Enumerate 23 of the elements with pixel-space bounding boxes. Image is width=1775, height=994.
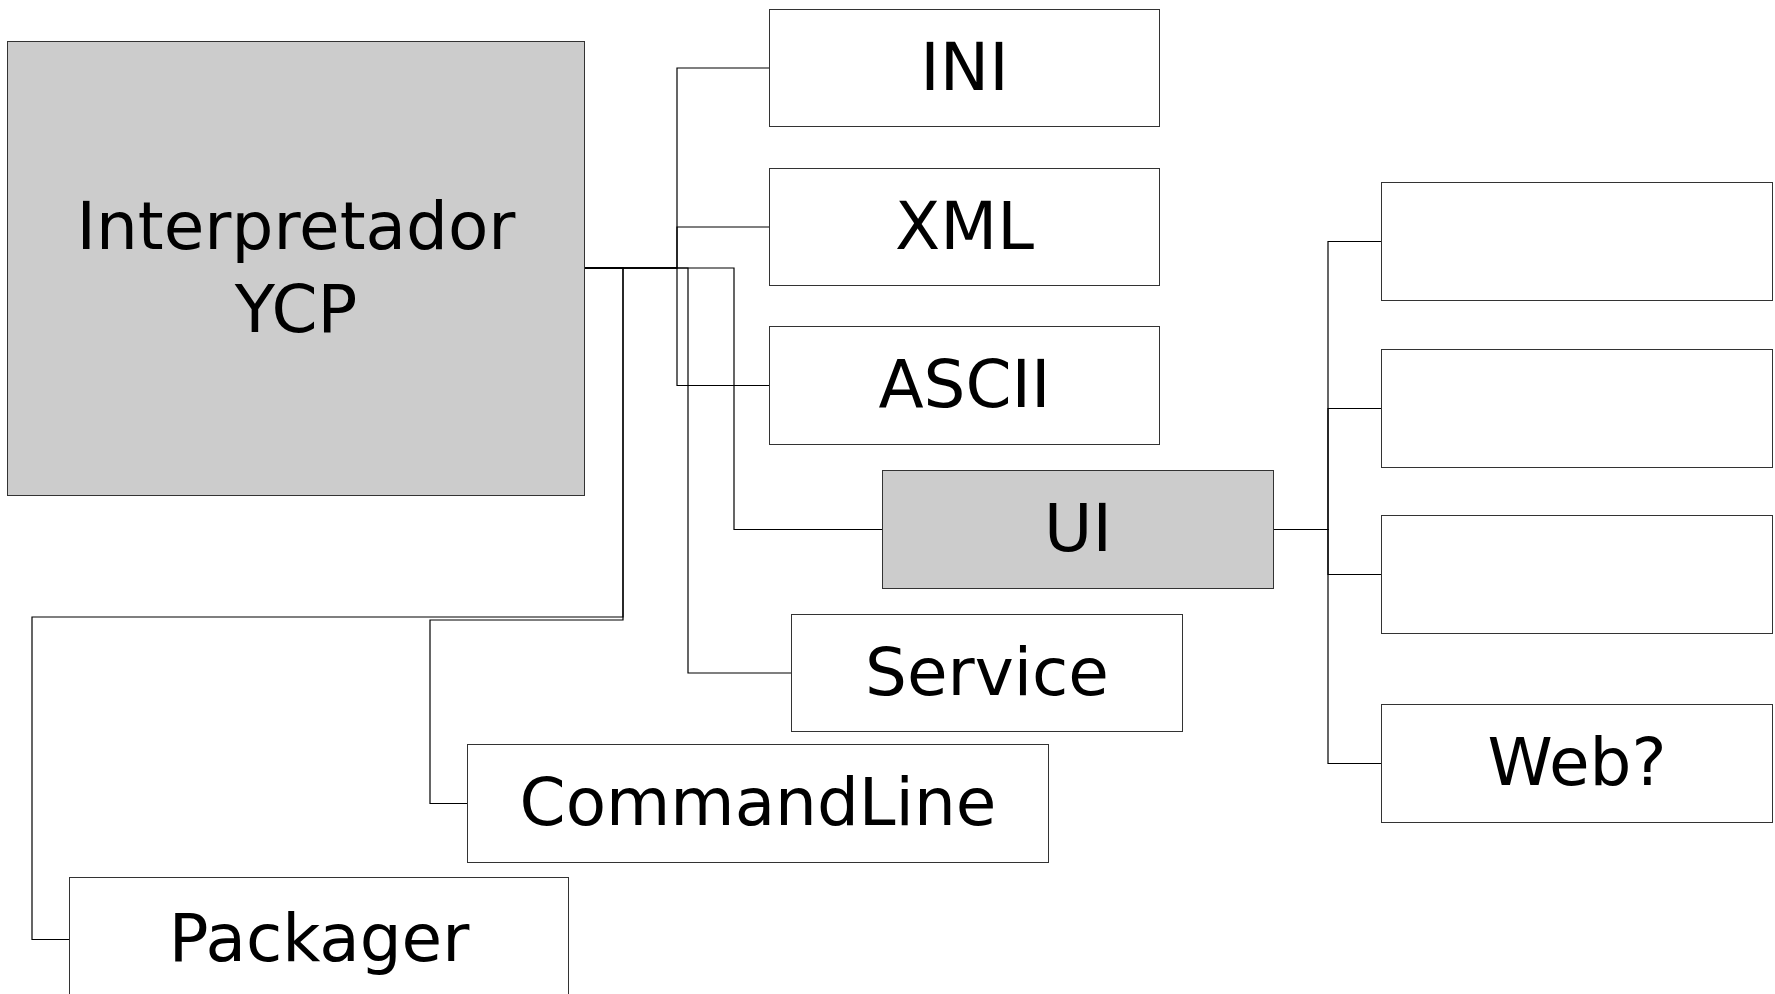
component-box xyxy=(769,326,1160,445)
component-box xyxy=(467,744,1049,863)
node-label: INI xyxy=(920,27,1009,108)
component-box xyxy=(882,470,1274,589)
node-label: Web? xyxy=(1487,723,1667,804)
component-box xyxy=(69,877,569,994)
empty-box xyxy=(1381,182,1773,301)
node-label: UI xyxy=(1044,489,1112,570)
node-label: Service xyxy=(865,632,1109,713)
node-label: Interpretador YCP xyxy=(75,187,517,350)
component-box xyxy=(7,41,585,496)
node-label: CommandLine xyxy=(519,763,997,844)
component-box xyxy=(791,614,1183,732)
component-box xyxy=(1381,704,1773,823)
empty-box xyxy=(1381,515,1773,634)
component-box xyxy=(769,9,1160,127)
node-label: XML xyxy=(895,186,1034,267)
connector-line xyxy=(1273,528,1382,765)
node-label: ASCII xyxy=(878,345,1051,426)
empty-box xyxy=(1381,349,1773,468)
node-label: Packager xyxy=(168,899,470,980)
component-box xyxy=(769,168,1160,286)
connector-line xyxy=(31,267,624,941)
